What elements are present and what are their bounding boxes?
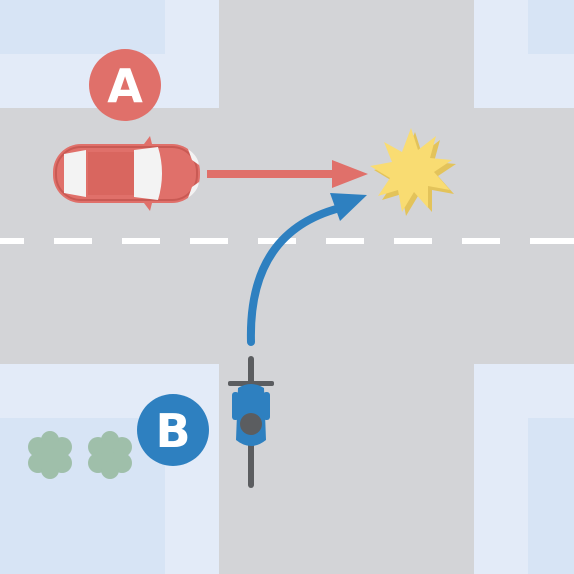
block-top-left-inner xyxy=(0,0,165,54)
bicycle-path-arrow xyxy=(246,193,367,346)
car-direction-arrow xyxy=(207,160,368,188)
car-label-badge: A xyxy=(89,49,161,121)
block-bottom-left-inner xyxy=(0,418,165,574)
bicycle-label-badge: B xyxy=(137,394,209,466)
block-bottom-right-inner xyxy=(528,418,574,574)
bicycle-label-text: B xyxy=(155,404,190,458)
bush-left xyxy=(28,431,72,479)
car-label-text: A xyxy=(107,59,143,113)
car-top-view-icon xyxy=(53,136,200,211)
block-top-right-inner xyxy=(528,0,574,54)
collision-burst-icon xyxy=(370,128,456,216)
bicycle-rider-top-view-icon xyxy=(228,356,274,488)
bush-right xyxy=(88,431,132,479)
